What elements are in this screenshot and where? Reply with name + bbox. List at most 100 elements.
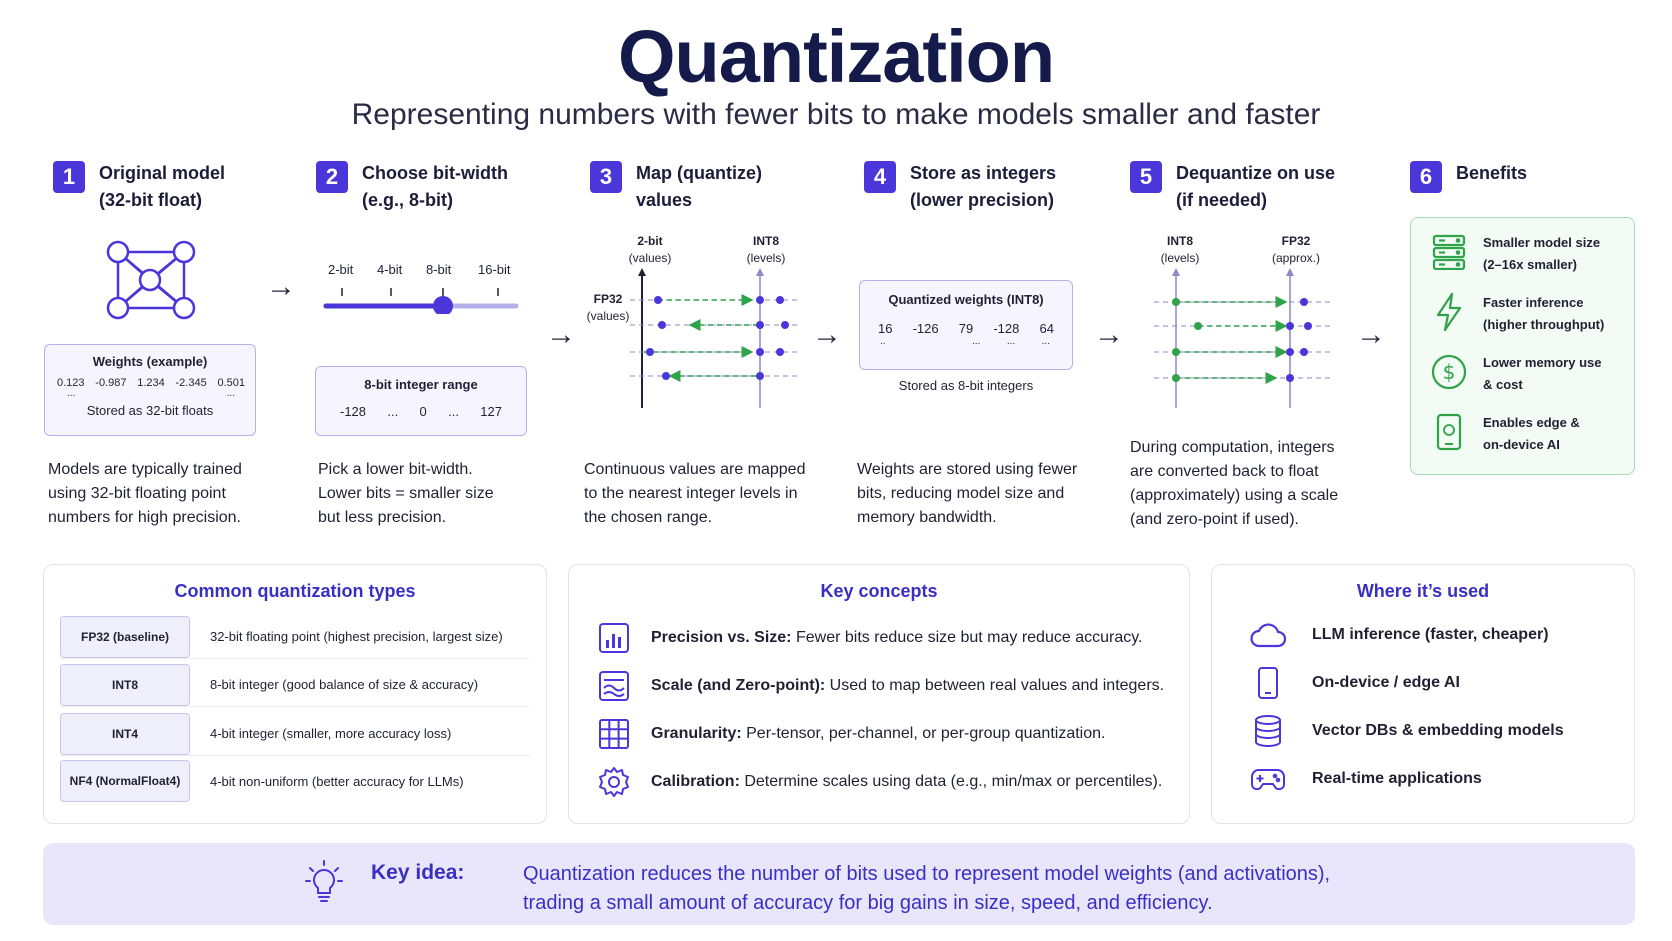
panel-title: Where it’s used [1356, 581, 1490, 601]
int-weights-title: Quantized weights (INT8) [888, 292, 1044, 307]
svg-text:$: $ [1443, 360, 1456, 384]
int-weight-value: 16 [878, 321, 893, 336]
slider-label: 8-bit [426, 262, 452, 277]
step-title-sub: (32-bit float) [99, 190, 202, 210]
step-2-desc: Pick a lower bit-width. Lower bits = sma… [318, 461, 494, 526]
weight-value: -2.345 [175, 377, 207, 389]
page-title: Quantization [617, 15, 1055, 98]
step-1: 1 Original model (32-bit float) [53, 160, 225, 214]
step-title: Store as integers [910, 163, 1057, 183]
server-icon [1431, 232, 1467, 272]
device-icon [1431, 412, 1467, 452]
panel-title: Common quantization types [174, 581, 416, 601]
concept-row: Calibration: Determine scales using data… [597, 765, 1162, 799]
type-row: FP32 (baseline) 32-bit floating point (h… [60, 615, 530, 659]
step-title: Choose bit-width [362, 163, 508, 183]
int-weight-value: 64 [1039, 321, 1054, 336]
quantize-mapping-diagram [630, 268, 800, 408]
type-tag: NF4 (NormalFloat4) [60, 760, 190, 802]
weight-value: -0.987 [95, 377, 127, 389]
cloud-icon [1248, 617, 1288, 653]
phone-icon [1248, 665, 1288, 701]
step-5-desc: During computation, integers are convert… [1130, 439, 1339, 528]
step-5: 5 Dequantize on use (if needed) [1130, 160, 1335, 214]
usage-row: LLM inference (faster, cheaper) [1248, 617, 1549, 653]
map-top-left-label: 2-bit (values) [628, 234, 672, 265]
weights-box: Weights (example) 0.123 -0.987 1.234 -2.… [44, 344, 256, 436]
int-weight-value: 79 [958, 321, 974, 336]
lightbulb-icon [305, 860, 343, 902]
page-subtitle: Representing numbers with fewer bits to … [351, 98, 1321, 131]
flow-arrow-icon: → [266, 270, 296, 303]
gamepad-icon [1248, 761, 1288, 797]
benefit-item: Faster inference(higher throughput) [1431, 292, 1623, 336]
step-6: 6 Benefits [1410, 160, 1527, 193]
concept-row: Scale (and Zero-point): Used to map betw… [597, 669, 1164, 703]
slider-thumb [433, 296, 453, 314]
flow-arrow-icon: → [1094, 318, 1124, 351]
usage-row: Vector DBs & embedding models [1248, 713, 1564, 749]
step-title-sub: (e.g., 8-bit) [362, 190, 453, 210]
int-weight-value: -128 [993, 321, 1020, 336]
usage-row: On-device / edge AI [1248, 665, 1460, 701]
flow-arrow-icon: → [1356, 318, 1386, 351]
type-desc: 4-bit integer (smaller, more accuracy lo… [210, 726, 452, 741]
type-row: NF4 (NormalFloat4) 4-bit non-uniform (be… [60, 759, 530, 803]
flow-arrow-icon: → [812, 318, 842, 351]
weight-value: 1.234 [137, 377, 165, 389]
weight-ellipsis: ... [67, 388, 76, 399]
int-range-title: 8-bit integer range [364, 377, 478, 392]
range-value: 0 [419, 404, 427, 419]
weight-value: 0.123 [57, 377, 85, 389]
weights-box-footer: Stored as 32-bit floats [86, 403, 214, 418]
slider-label: 16-bit [478, 262, 511, 277]
type-desc: 8-bit integer (good balance of size & ac… [210, 677, 479, 692]
weight-value: 0.501 [217, 377, 245, 389]
step-4-desc: Weights are stored using fewer bits, red… [857, 461, 1078, 526]
dequantize-diagram [1154, 268, 1332, 408]
step-number: 4 [864, 161, 896, 193]
benefit-item: $ Lower memory use& cost [1431, 352, 1623, 396]
type-tag: INT4 [60, 712, 190, 755]
step-title-sub: (if needed) [1176, 190, 1268, 210]
concept-row: Precision vs. Size: Fewer bits reduce si… [597, 621, 1142, 655]
benefits-box: Smaller model size(2–16x smaller) Faster… [1410, 217, 1635, 475]
weights-box-title: Weights (example) [92, 354, 208, 369]
range-value: ... [387, 404, 399, 419]
step-4: 4 Store as integers (lower precision) [864, 160, 1056, 214]
type-tag: FP32 (baseline) [60, 615, 190, 658]
benefit-item: Smaller model size(2–16x smaller) [1431, 232, 1623, 276]
dequant-right-label: FP32 (approx.) [1271, 234, 1321, 265]
dollar-icon: $ [1431, 352, 1467, 392]
weight-ellipsis: ... [226, 388, 235, 399]
step-number: 6 [1410, 161, 1442, 193]
step-title: Benefits [1456, 163, 1528, 183]
where-used-panel: Where it’s used LLM inference (faster, c… [1211, 564, 1635, 824]
bitwidth-slider[interactable]: 2-bit 4-bit 8-bit 16-bit [320, 262, 522, 322]
database-icon [1248, 713, 1288, 749]
lightning-icon [1431, 292, 1467, 332]
slider-label: 4-bit [377, 262, 403, 277]
type-tag: INT8 [60, 663, 190, 706]
usage-row: Real-time applications [1248, 761, 1482, 797]
scale-icon [597, 669, 631, 703]
range-value: 127 [480, 404, 502, 419]
key-idea-label: Key idea: [371, 861, 465, 884]
type-row: INT8 8-bit integer (good balance of size… [60, 663, 530, 707]
step-number: 2 [316, 161, 348, 193]
key-idea-text: Quantization reduces the number of bits … [523, 863, 1331, 914]
concept-row: Granularity: Per-tensor, per-channel, or… [597, 717, 1105, 751]
step-2: 2 Choose bit-width (e.g., 8-bit) [316, 160, 508, 214]
map-left-axis-label: FP32 (values) [586, 292, 630, 323]
slider-label: 2-bit [328, 262, 354, 277]
neural-network-icon [106, 240, 196, 320]
step-number: 3 [590, 161, 622, 193]
step-1-desc: Models are typically trained using 32-bi… [48, 461, 242, 526]
quantization-types-panel: Common quantization types FP32 (baseline… [43, 564, 547, 824]
range-value: ... [448, 404, 459, 419]
step-title: Original model [99, 163, 226, 183]
step-title-sub: values [636, 190, 693, 210]
key-idea-banner: Key idea: Quantization reduces the numbe… [43, 843, 1635, 925]
int-range-box: 8-bit integer range -128 ... 0 ... 127 [315, 366, 527, 436]
grid-icon [597, 717, 631, 751]
